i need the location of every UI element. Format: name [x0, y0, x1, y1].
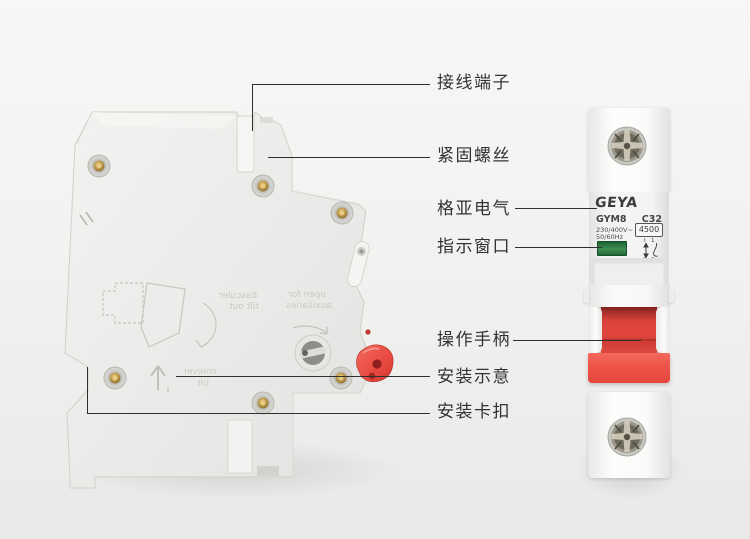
- indicator-window: [597, 241, 627, 256]
- callout-label-screw: 紧固螺丝: [437, 146, 511, 166]
- frequency-label: 50/60Hz: [596, 233, 624, 241]
- rotate-arrow-icon: [292, 325, 328, 335]
- callout-line-handle: [513, 340, 641, 341]
- face-step-inner: [594, 262, 664, 285]
- embossed-auxiliaries: auxiliaries: [286, 301, 332, 311]
- callout-line-clip-v: [87, 367, 88, 413]
- rivet-icon: [103, 366, 127, 390]
- mounting-ear-section: [584, 285, 674, 307]
- top-bevel-highlight: [92, 112, 237, 129]
- handle-zone: [588, 307, 670, 353]
- top-terminal-block: [588, 108, 670, 192]
- embossed-tilt: tilt: [197, 379, 210, 389]
- contact-terminal-top-label: 1: [651, 238, 655, 244]
- curve-rating-label: C32: [641, 214, 662, 225]
- handle-frame-right: [656, 307, 670, 353]
- callout-label-window: 指示窗口: [437, 237, 511, 257]
- callout-line-terminal-v: [252, 84, 253, 131]
- din-rail-diagram: [102, 282, 217, 348]
- embossed-text-group: basculer tilt out open for auxiliaries e…: [183, 290, 332, 389]
- bottom-notch: [257, 466, 279, 476]
- side-body: [64, 111, 369, 489]
- brand-logo: GEYA: [594, 195, 639, 211]
- face-step-section: [589, 258, 669, 285]
- side-toggle-handle: [356, 344, 394, 383]
- terminal-screw-icon: [607, 417, 647, 457]
- callout-line-brand: [515, 208, 597, 209]
- aux-lever: [346, 241, 370, 288]
- pivot-screw: [294, 334, 332, 372]
- breaking-capacity-badge: 4500: [635, 223, 663, 237]
- rivet-icon: [251, 174, 275, 198]
- trip-indicator-dot: [365, 329, 371, 335]
- vent-slits: [79, 211, 94, 226]
- callout-line-screw: [268, 157, 430, 158]
- model-label: GYM8: [596, 214, 627, 225]
- handle-recess: [601, 307, 657, 353]
- callout-line-terminal: [252, 84, 430, 85]
- embossed-basculer: basculer: [219, 291, 258, 301]
- embossed-tilt-out: tilt out: [229, 302, 259, 312]
- rivet-icon: [330, 201, 354, 225]
- callout-label-brand: 格亚电气: [437, 199, 511, 219]
- embossed-open-for: open for: [288, 290, 326, 300]
- callout-label-terminal: 接线端子: [437, 73, 511, 93]
- callout-line-window: [515, 247, 602, 248]
- callout-line-mounting: [176, 376, 430, 377]
- wiring-terminal-slot: [236, 115, 255, 173]
- breaker-side-view: basculer tilt out open for auxiliaries e…: [64, 111, 394, 489]
- front-label-plate: GEYA GYM8 C32 230/400V~ 50/60Hz 4500 I 1…: [589, 192, 669, 262]
- breaker-front-view: GEYA GYM8 C32 230/400V~ 50/60Hz 4500 I 1…: [584, 108, 674, 478]
- bevel-edge: [76, 111, 93, 144]
- rivet-icon: [251, 391, 275, 415]
- voltage-label: 230/400V~: [596, 226, 633, 234]
- toggle-handle: [588, 353, 670, 383]
- bottom-terminal-block: [588, 392, 670, 478]
- rivet-icon: [87, 154, 111, 178]
- terminal-notch: [260, 117, 273, 123]
- rivet-icon: [329, 366, 353, 390]
- terminal-screw-icon: [607, 126, 647, 166]
- bottom-slot: [227, 419, 253, 474]
- handle-frame-left: [588, 307, 602, 353]
- callout-label-handle: 操作手柄: [437, 330, 511, 350]
- callout-label-clip: 安装卡扣: [437, 402, 511, 422]
- mounting-ear-right: [669, 289, 674, 303]
- embossed-enlever: enlever: [183, 367, 217, 377]
- callout-line-clip: [87, 413, 430, 414]
- callout-label-mounting: 安装示意: [437, 367, 511, 387]
- up-arrow-icon: [150, 365, 169, 392]
- contact-on-label: I: [644, 238, 646, 244]
- mounting-ear-left: [584, 289, 589, 303]
